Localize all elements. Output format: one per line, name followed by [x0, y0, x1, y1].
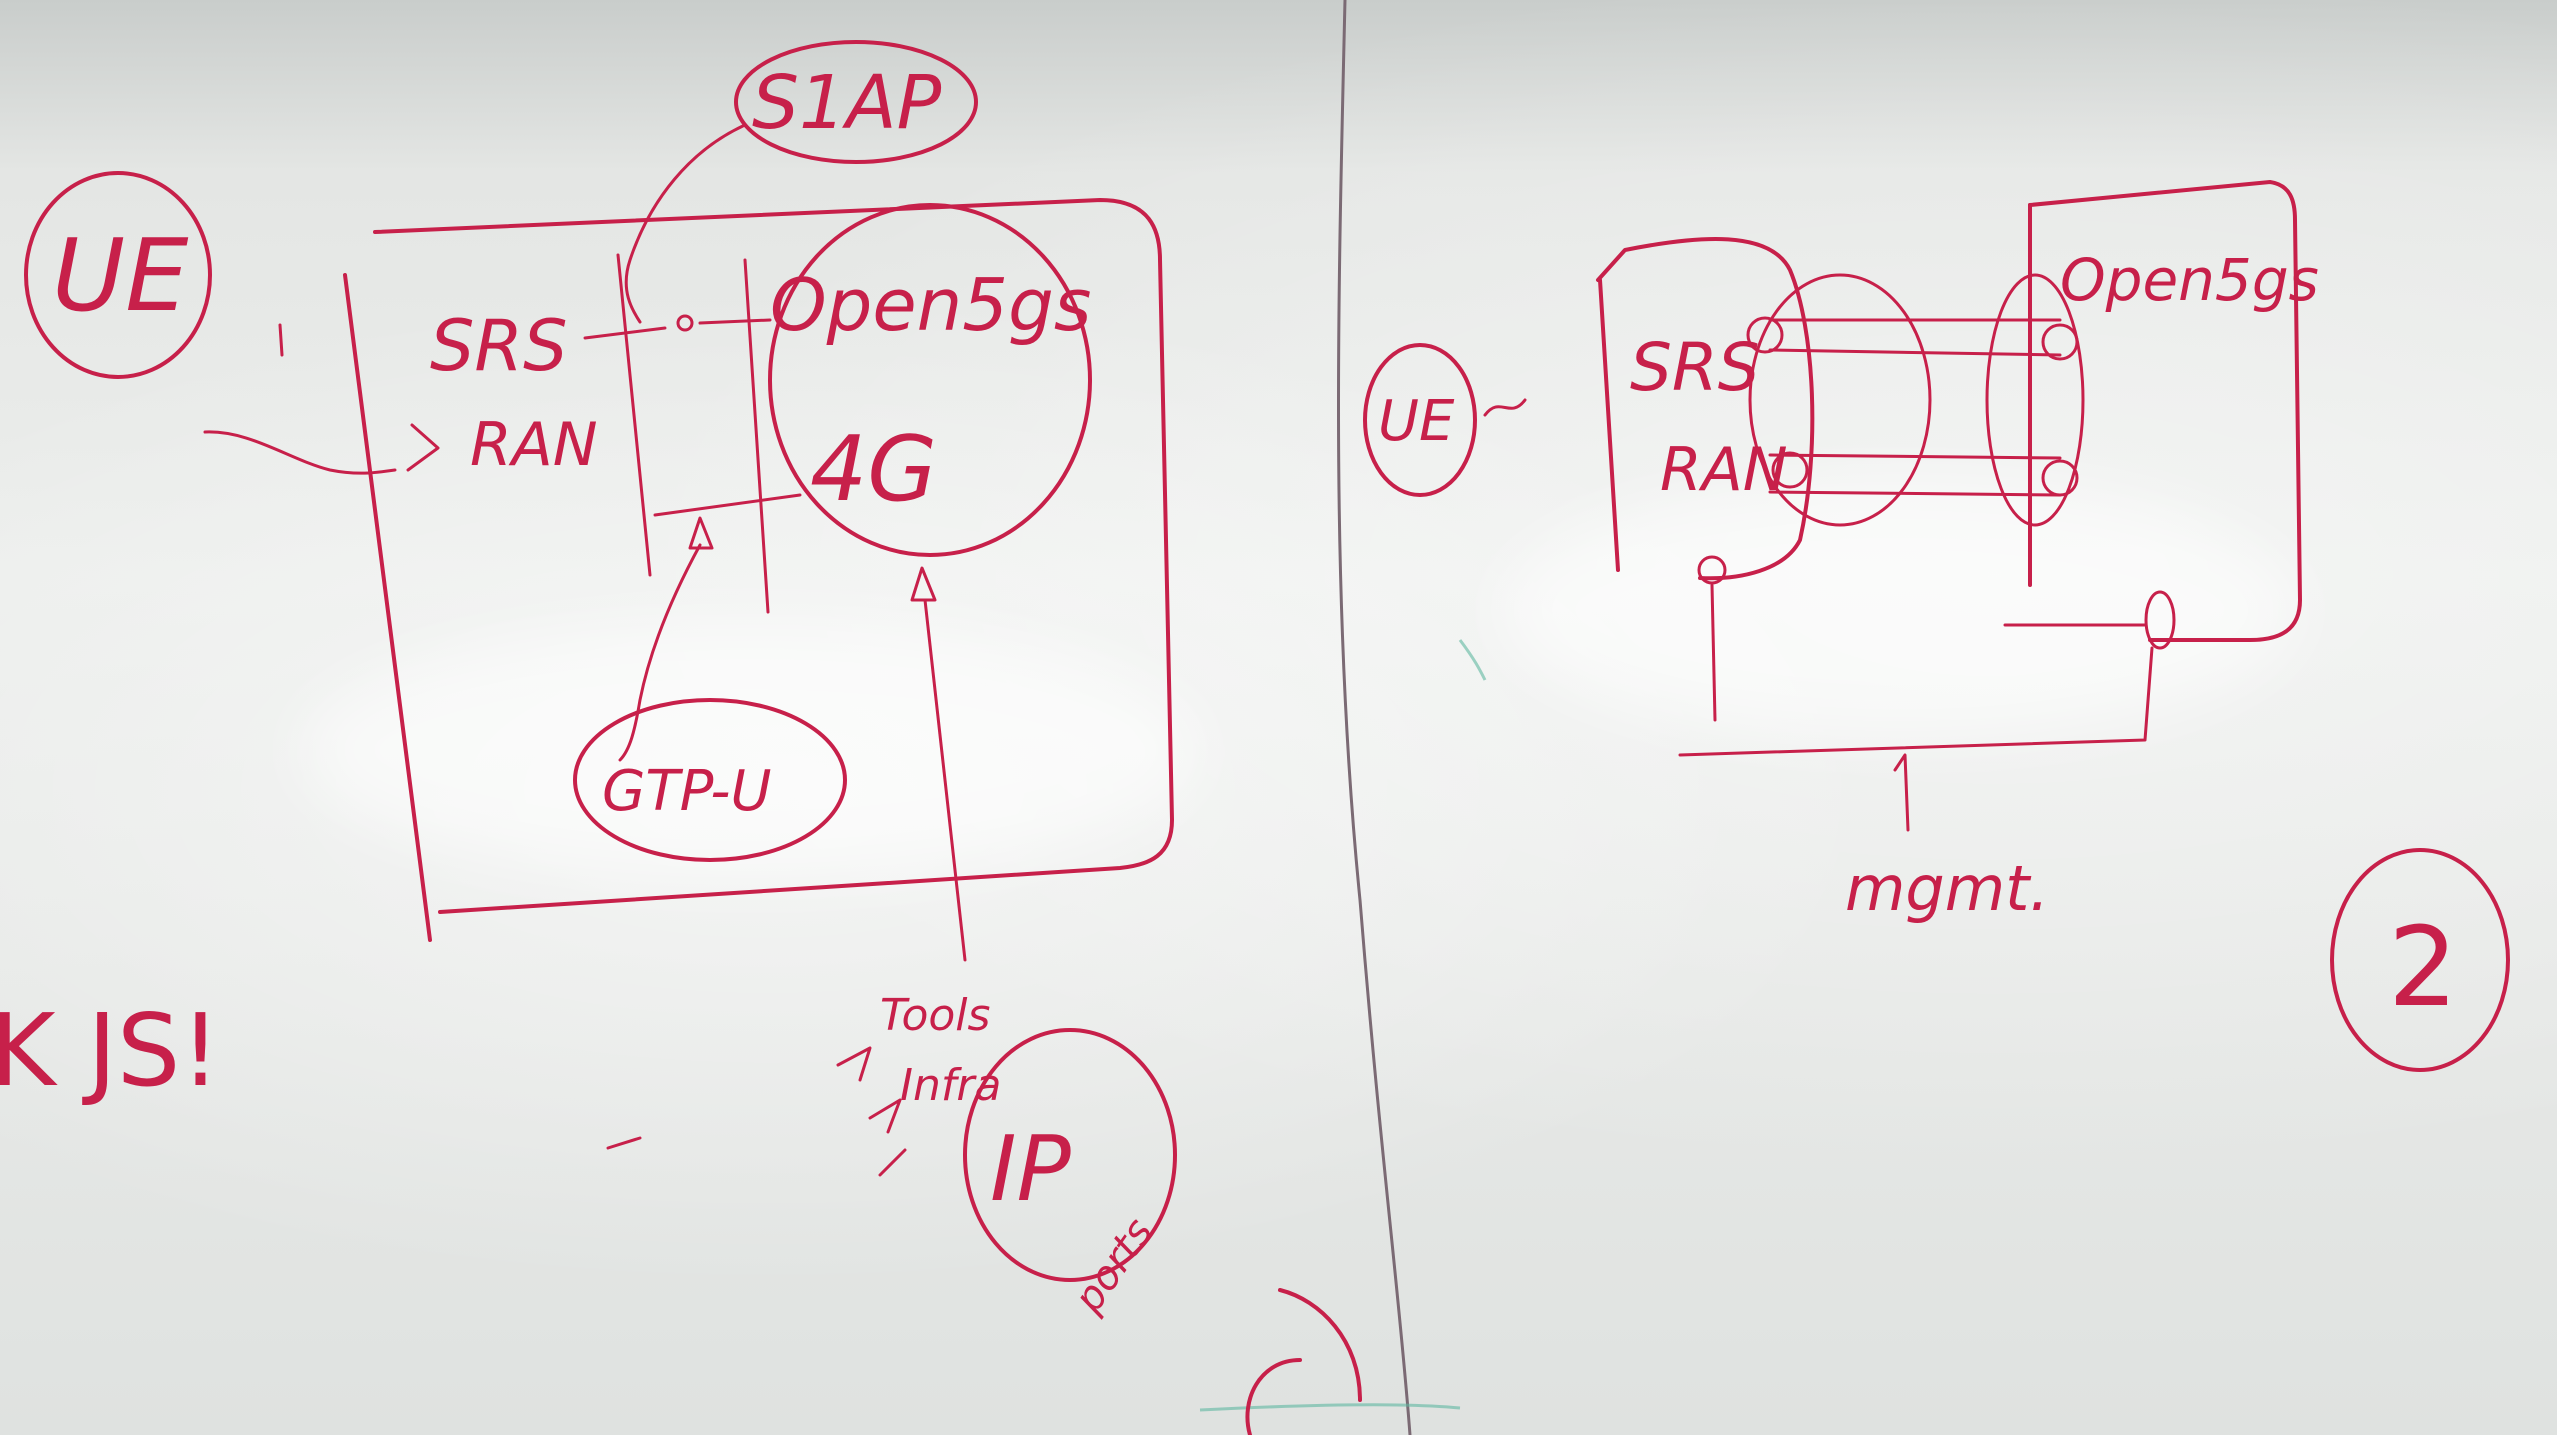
ip-arrow	[910, 566, 937, 602]
tunnel-node-2	[2041, 323, 2079, 361]
ip-label: IP	[990, 1117, 1072, 1222]
stray-mark	[606, 1136, 642, 1150]
mgmt-pointer	[1893, 753, 1910, 832]
srs-label: SRS	[430, 305, 568, 387]
s1ap-connector	[624, 123, 747, 324]
interface-line-2	[743, 258, 770, 614]
tunnel-line-3	[1768, 453, 2062, 460]
ran-arrow	[406, 423, 440, 472]
infra-label: Infra	[900, 1060, 1001, 1111]
tunnel-left	[1748, 273, 1932, 527]
ip-connector	[923, 598, 967, 962]
opensgs-label-right: Open5gs	[2060, 246, 2319, 314]
glare-1	[300, 620, 1200, 880]
partial-circle	[1245, 1288, 1362, 1435]
fourg-label: 4G	[810, 417, 937, 522]
right-diagram: UE SRS RAN Open5gs	[1363, 180, 2510, 1072]
s1ap-bubble	[734, 40, 978, 164]
glare-2	[1500, 480, 2300, 740]
ue-circle	[24, 171, 212, 379]
tools-arrow	[836, 1046, 872, 1082]
s1ap-label: S1AP	[752, 60, 942, 146]
js-label: K JS!	[0, 992, 220, 1109]
tools-label: Tools	[880, 990, 990, 1041]
green-mark-2	[1458, 639, 1487, 681]
opensgs-label: Open5gs	[770, 263, 1091, 347]
ue-label-right: UE	[1378, 389, 1455, 454]
s1ap-point-to-core	[698, 318, 772, 325]
outer-box-left	[343, 273, 432, 942]
core-mgmt-point	[2144, 590, 2176, 650]
tunnel-right	[1985, 273, 2085, 527]
interface-line-1	[616, 253, 652, 577]
board-divider	[1336, 0, 1412, 1435]
core-box	[2028, 180, 2302, 642]
ue-squiggle	[1483, 398, 1527, 417]
tunnel-node-4	[2041, 459, 2079, 497]
tunnel-line-4	[1768, 490, 2062, 497]
ran-to-core-top	[583, 326, 667, 340]
infra-arrow	[868, 1098, 902, 1134]
core-circle	[768, 203, 1092, 557]
ran-label: RAN	[470, 410, 598, 480]
tunnel-line-2	[1768, 348, 2062, 357]
ports-label: ports	[1065, 1210, 1162, 1321]
gtpu-connector	[618, 543, 702, 762]
ue-to-ran	[203, 430, 397, 475]
gtpu-arrow	[688, 516, 714, 550]
s1ap-point	[676, 314, 694, 332]
green-mark-1	[1199, 1403, 1461, 1412]
outer-box	[373, 198, 1174, 914]
tunnel-node-3	[1771, 451, 1809, 489]
ran-box-left	[1598, 278, 1620, 572]
ue-label: UE	[52, 217, 188, 334]
gtpu-bubble	[573, 698, 847, 862]
ue-tick	[278, 323, 284, 357]
circled-number: 2	[2388, 903, 2458, 1031]
ip-bubble	[963, 1028, 1177, 1282]
ue-circle-right	[1363, 343, 1477, 497]
ran-label-right: RAN	[1660, 435, 1788, 505]
circled-number-circle	[2330, 848, 2510, 1072]
ran-mgmt-line	[1710, 583, 1717, 722]
gtpu-label: GTP-U	[602, 759, 772, 824]
left-diagram: S1AP UE SRS RAN Open5gs 4G	[0, 40, 1362, 1435]
mgmt-label: mgmt.	[1845, 852, 2049, 925]
ip-dash	[878, 1148, 907, 1177]
gtpu-interface	[653, 493, 802, 517]
srs-label-right: SRS	[1630, 329, 1760, 406]
tunnel-node-1	[1746, 316, 1784, 354]
ran-box	[1596, 236, 1815, 581]
ran-mgmt-point	[1697, 555, 1727, 585]
core-mgmt-line	[1678, 646, 2154, 757]
